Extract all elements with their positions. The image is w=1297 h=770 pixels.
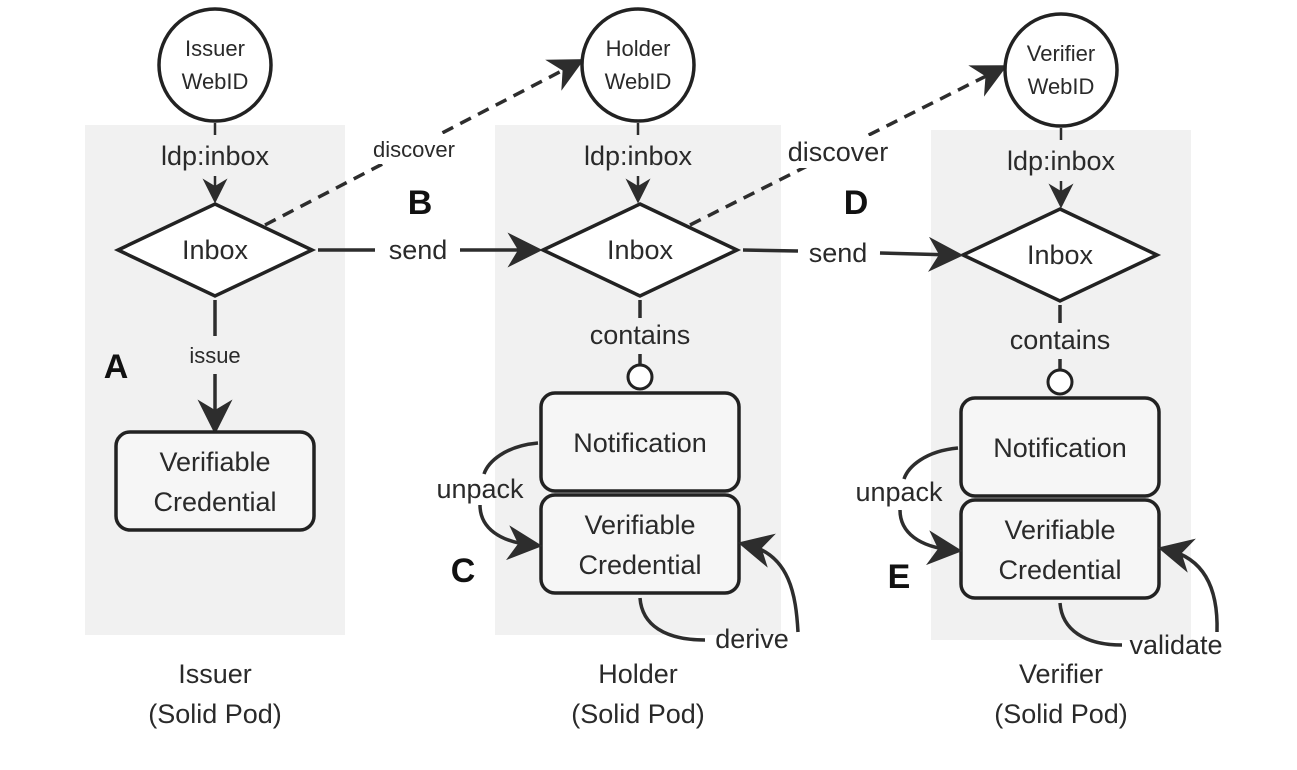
svg-text:Verifier: Verifier	[1027, 41, 1095, 66]
holder-pod-caption: Holder (Solid Pod)	[571, 659, 705, 729]
issuer-ldp-inbox-edge: ldp:inbox	[161, 123, 270, 204]
svg-text:ldp:inbox: ldp:inbox	[1007, 146, 1116, 176]
svg-text:unpack: unpack	[436, 474, 524, 504]
verifier-pod-caption: Verifier (Solid Pod)	[994, 659, 1128, 729]
svg-text:send: send	[389, 235, 448, 265]
svg-text:Inbox: Inbox	[182, 235, 249, 265]
holder-webid-node: Holder WebID	[580, 7, 696, 123]
svg-text:Holder: Holder	[606, 36, 671, 61]
verifier-contains-edge: contains	[1010, 305, 1111, 396]
verifier-notification-node: Notification	[959, 396, 1161, 498]
issuer-webid-node: Issuer WebID	[157, 7, 273, 123]
holder-inbox-node: Inbox	[538, 202, 742, 298]
svg-text:Issuer: Issuer	[178, 659, 252, 689]
issuer-inbox-node: Inbox	[113, 202, 317, 298]
svg-text:Verifiable: Verifiable	[1004, 515, 1115, 545]
verifier-verifiable-credential-node: Verifiable Credential	[959, 498, 1161, 600]
discover-label-1: discover	[373, 137, 455, 162]
svg-text:validate: validate	[1129, 630, 1222, 660]
verifier-validate-edge: validate	[1058, 538, 1223, 660]
svg-text:Notification: Notification	[993, 433, 1127, 463]
holder-unpack-edge: unpack	[436, 441, 543, 561]
discover-edge-holder: discover	[264, 59, 585, 227]
svg-text:WebID: WebID	[1028, 74, 1095, 99]
holder-notification-node: Notification	[539, 391, 741, 493]
svg-text:Holder: Holder	[598, 659, 678, 689]
svg-text:Inbox: Inbox	[607, 235, 674, 265]
svg-text:WebID: WebID	[605, 69, 672, 94]
holder-ldp-inbox-edge: ldp:inbox	[584, 123, 693, 204]
holder-verifiable-credential-node: Verifiable Credential	[539, 493, 741, 595]
svg-text:ldp:inbox: ldp:inbox	[584, 141, 693, 171]
svg-text:Verifiable: Verifiable	[584, 510, 695, 540]
issuer-verifiable-credential-node: Verifiable Credential	[114, 430, 316, 532]
svg-text:Notification: Notification	[573, 428, 707, 458]
svg-text:Verifier: Verifier	[1019, 659, 1103, 689]
svg-text:unpack: unpack	[855, 477, 943, 507]
verifier-webid-node: Verifier WebID	[1003, 12, 1119, 128]
discover-label-2: discover	[788, 137, 889, 167]
svg-text:contains: contains	[590, 320, 691, 350]
send-edge-issuer-to-holder: send	[318, 232, 543, 268]
send-edge-holder-to-verifier: send	[742, 236, 964, 272]
verifier-unpack-edge: unpack	[855, 446, 963, 566]
verifier-inbox-node: Inbox	[958, 207, 1162, 303]
step-label-d: D	[844, 184, 869, 222]
svg-text:Inbox: Inbox	[1027, 240, 1094, 270]
discover-edge-verifier: discover	[689, 65, 1008, 227]
svg-text:(Solid Pod): (Solid Pod)	[571, 699, 705, 729]
holder-derive-edge: derive	[638, 533, 800, 654]
svg-text:derive: derive	[715, 624, 789, 654]
svg-text:Credential: Credential	[578, 550, 701, 580]
svg-text:Verifiable: Verifiable	[159, 447, 270, 477]
svg-text:send: send	[809, 238, 868, 268]
svg-text:(Solid Pod): (Solid Pod)	[148, 699, 282, 729]
issue-edge: issue	[189, 300, 241, 435]
svg-text:issue: issue	[189, 343, 240, 368]
svg-text:ldp:inbox: ldp:inbox	[161, 141, 270, 171]
step-label-e: E	[888, 558, 911, 596]
svg-text:(Solid Pod): (Solid Pod)	[994, 699, 1128, 729]
svg-text:contains: contains	[1010, 325, 1111, 355]
svg-text:WebID: WebID	[182, 69, 249, 94]
step-label-b: B	[408, 184, 433, 222]
svg-text:Issuer: Issuer	[185, 36, 245, 61]
verifier-ldp-inbox-edge: ldp:inbox	[1007, 128, 1116, 209]
step-label-c: C	[451, 552, 476, 590]
holder-contains-edge: contains	[590, 300, 691, 391]
step-label-a: A	[104, 348, 129, 386]
svg-text:Credential: Credential	[998, 555, 1121, 585]
svg-text:Credential: Credential	[153, 487, 276, 517]
issuer-pod-caption: Issuer (Solid Pod)	[148, 659, 282, 729]
